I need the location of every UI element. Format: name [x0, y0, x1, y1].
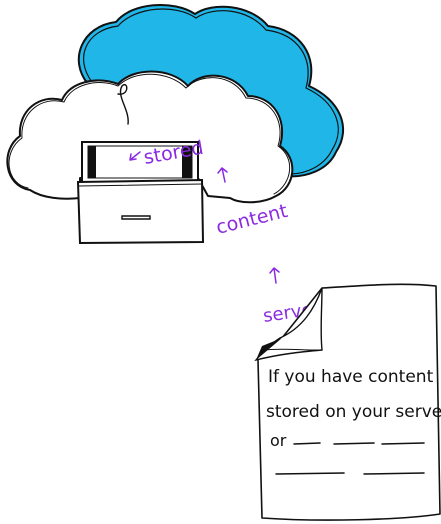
note-line-3-prefix: or: [270, 431, 287, 450]
blank-lines: [275, 442, 425, 475]
blue-cloud-sketch: [83, 8, 339, 175]
label-content: content: [214, 200, 290, 239]
drawer: [76, 141, 205, 245]
squiggle-line: [117, 84, 129, 125]
arrow-up-content: [217, 167, 228, 183]
note-line-1: If you have content: [268, 367, 434, 387]
white-cloud-sketch: [8, 73, 291, 195]
drawer-handle: [121, 215, 151, 220]
arrow-stored: [129, 151, 141, 161]
note-line-2: stored on your server: [266, 402, 441, 422]
arrow-up-server: [269, 267, 280, 284]
paper-note: [254, 283, 441, 521]
